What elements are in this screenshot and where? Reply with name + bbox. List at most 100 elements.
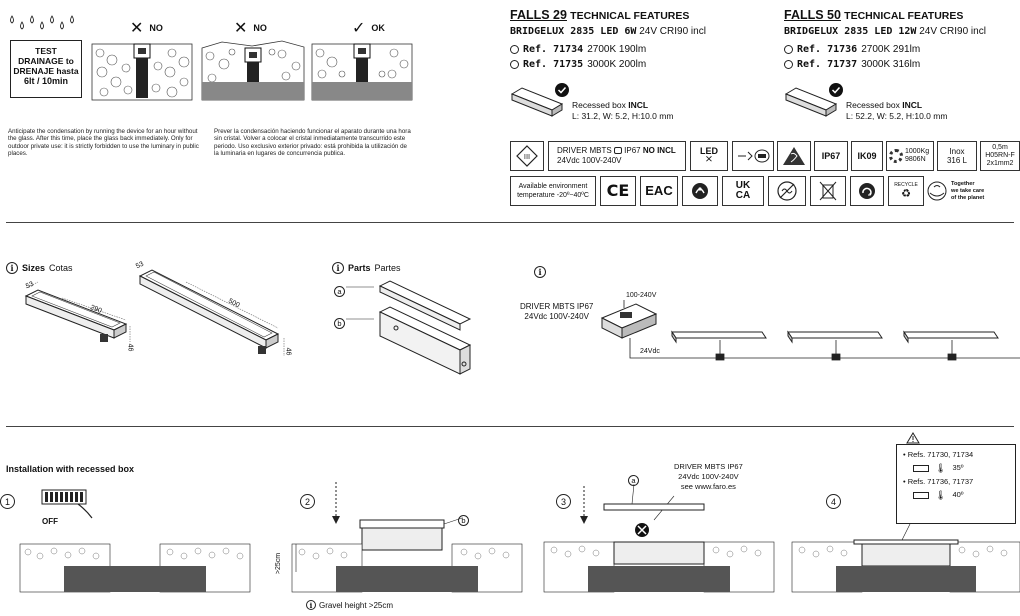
led-text: LED: [700, 146, 718, 156]
info-icon: i: [332, 262, 344, 274]
water-drops-icon: [10, 15, 74, 30]
tidyman-recycle-icon: [682, 176, 718, 206]
globe-hands-icon: [927, 181, 947, 201]
off-label: OFF: [42, 517, 58, 526]
info-icon: i: [306, 600, 316, 610]
wiring-driver-line-1: DRIVER MBTS IP67: [520, 302, 594, 311]
falls29-box-info: Recessed box INCL L: 31.2, W: 5.2, H:10.…: [572, 100, 673, 122]
ukca-mark-icon: UK CA: [722, 176, 764, 206]
ref-number: Ref. 71735: [523, 59, 584, 70]
install-title: Installation with recessed box: [6, 464, 135, 474]
falls50-box-dims: L: 52.2, W: 5.2, H:10.0 mm: [846, 111, 948, 121]
ref-option-71737[interactable]: Ref. 71737 3000K 316lm: [784, 57, 920, 72]
ip67-icon: IP67: [814, 141, 848, 171]
falls50-box-label: Recessed box: [846, 100, 900, 110]
falls29-box-dims: L: 31.2, W: 5.2, H:10.0 mm: [572, 111, 674, 121]
cable-icon: 0,5m H05RN-F 2x1mm2: [980, 141, 1020, 171]
ce-mark-icon: CE: [600, 176, 636, 206]
parts-label-bold: Parts: [348, 263, 371, 273]
thermometer-icon: 🌡: [935, 463, 947, 473]
planet-line-2: we take care: [951, 187, 985, 194]
gravel-ok-illustration: [311, 43, 413, 101]
step-3-a-marker: a: [628, 470, 639, 488]
driver-line-1: DRIVER MBTS: [557, 146, 612, 155]
step-3-driver-line-1: DRIVER MBTS IP67: [674, 462, 743, 471]
step-2-number: 2: [300, 494, 315, 509]
test-line-1: TEST: [35, 46, 57, 56]
step-2-b-letter: b: [458, 515, 469, 526]
radio-icon[interactable]: [510, 60, 519, 69]
ip67-text: IP67: [821, 151, 841, 161]
ref-option-71734[interactable]: Ref. 71734 2700K 190lm: [510, 42, 646, 57]
cross-icon: ✕: [234, 20, 248, 37]
sizes-large-fixture-drawing: [138, 269, 285, 356]
part-a-marker: a: [334, 281, 345, 299]
sizes-label: i Sizes Cotas: [6, 262, 73, 274]
radio-icon[interactable]: [510, 45, 519, 54]
wiring-mains: 100-240V: [626, 292, 657, 299]
driver-ip-icon: [613, 147, 622, 155]
eac-mark-icon: EAC: [640, 176, 678, 206]
recessed-box-icon: [784, 83, 843, 117]
parts-exploded-drawing: [346, 280, 472, 375]
fixture-mini-icon: [913, 464, 929, 472]
no-label-2: NO: [253, 23, 267, 33]
no-label-1-wrap: ✕ NO: [130, 18, 163, 38]
sizes-label-bold: Sizes: [22, 263, 46, 273]
falls29-led-line: BRIDGELUX 2835 LED 6W 24V CRI90 incl: [510, 26, 706, 37]
info-icon: i: [6, 262, 18, 274]
falls29-title: FALLS 29 TECHNICAL FEATURES: [510, 8, 689, 22]
callout-deg-1: 35º: [952, 463, 964, 472]
driver-ip: IP67: [624, 146, 641, 155]
cable-mid: H05RN-F: [985, 152, 1015, 159]
ref-spec: 3000K 316lm: [861, 59, 921, 70]
falls50-led-bold: BRIDGELUX 2835 LED 12W: [784, 26, 917, 37]
drainage-note-es: Prever la condensación haciendo funciona…: [214, 128, 411, 158]
part-b-letter: b: [334, 318, 345, 329]
planet-care-badge: Together we take care of the planet: [926, 176, 1020, 206]
cable-bottom: 2x1mm2: [986, 160, 1014, 167]
info-icon: i: [534, 266, 546, 278]
large-height-dim: 46: [284, 347, 292, 356]
load-bottom: 9806N: [905, 156, 926, 163]
inox-bottom: 316 L: [946, 156, 968, 165]
ukca-bottom: CA: [735, 190, 751, 201]
step-4-number: 4: [826, 494, 841, 509]
ik09-text: IK09: [857, 151, 877, 161]
radio-icon[interactable]: [784, 45, 793, 54]
planet-line-3: of the planet: [951, 194, 985, 201]
light-distribution-icon: [732, 141, 774, 171]
sizes-small-fixture-drawing: [24, 281, 131, 342]
temperature-callout: • Refs. 71730, 71734 🌡 35º • Refs. 71736…: [896, 444, 1016, 524]
step-3-driver-line-2: 24Vdc 100V-240V: [678, 472, 739, 481]
gravel-note: i Gravel height >25cm: [306, 600, 393, 610]
ref-number: Ref. 71737: [797, 59, 858, 70]
part-b-marker: b: [334, 313, 345, 331]
radio-icon[interactable]: [784, 60, 793, 69]
ref-number: Ref. 71736: [797, 44, 858, 55]
ref-number: Ref. 71734: [523, 44, 584, 55]
env-line-1: Available environment: [518, 183, 588, 190]
ref-spec: 3000K 200lm: [587, 59, 647, 70]
wiring-driver-label: DRIVER MBTS IP67 24Vdc 100V-240V: [520, 302, 593, 322]
load-icon: 1000Kg 9806N: [886, 141, 934, 171]
warning-triangle-icon: [906, 432, 920, 444]
ok-label: OK: [371, 23, 385, 33]
led-cross-icon: ⨯: [704, 154, 714, 165]
ref-option-71735[interactable]: Ref. 71735 3000K 200lm: [510, 57, 646, 72]
step-4-drawing: [791, 523, 1020, 593]
gravel-note-text: Gravel height >25cm: [319, 600, 394, 610]
divider-2: [6, 426, 1014, 427]
recycle-text: RECYCLE: [894, 182, 918, 188]
drainage-test-box: TEST DRAINAGE to DRENAJE hasta 6lt / 10m…: [10, 40, 82, 98]
cross-icon: ✕: [130, 20, 144, 37]
step-3-number-wrap: 3: [556, 494, 571, 509]
ref-option-71736[interactable]: Ref. 71736 2700K 291lm: [784, 42, 920, 57]
inox-top: Inox: [949, 147, 965, 156]
step-3-number: 3: [556, 494, 571, 509]
falls50-box-incl: INCL: [902, 100, 923, 110]
falls29-refs: Ref. 71734 2700K 190lm Ref. 71735 3000K …: [510, 42, 646, 72]
environment-temp-icon: Available environment temperature -20º~4…: [510, 176, 596, 206]
step-1-ground: [19, 543, 251, 593]
test-line-2: DRAINAGE to: [18, 56, 74, 66]
